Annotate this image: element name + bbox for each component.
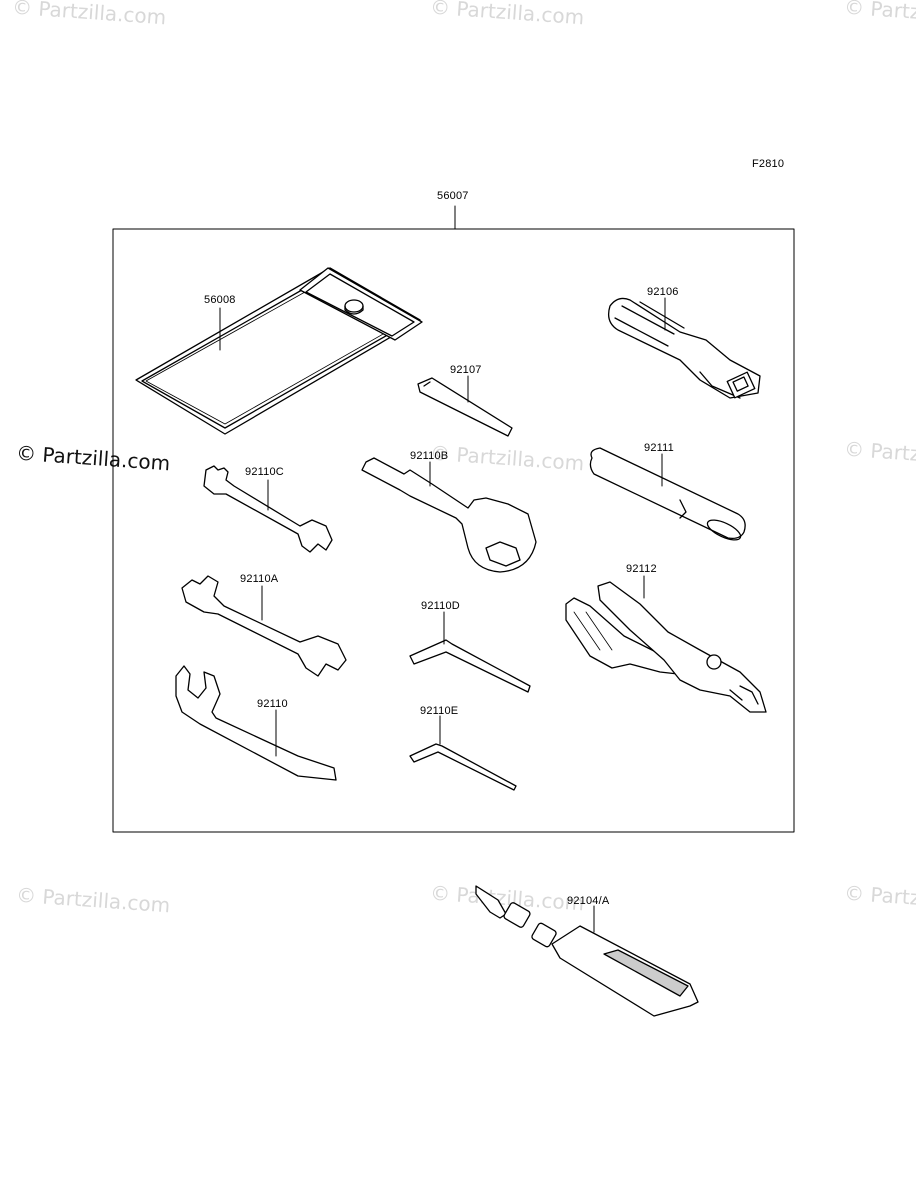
screwdriver-bit-drawing — [417, 375, 513, 437]
part-label-92112[interactable]: 92112 — [626, 563, 657, 575]
hex-key-small-drawing — [409, 715, 517, 791]
extension-bar-drawing — [589, 447, 746, 541]
kit-number: 56007 — [437, 190, 469, 202]
part-label-92110a[interactable]: 92110A — [240, 573, 279, 585]
kit-frame — [112, 228, 795, 833]
hook-wrench-drawing — [175, 665, 337, 781]
part-label-92110d[interactable]: 92110D — [421, 600, 460, 612]
figure-code: F2810 — [752, 158, 785, 170]
pliers-drawing — [565, 575, 767, 713]
part-label-92110[interactable]: 92110 — [257, 698, 288, 710]
tire-repair-kit-drawing — [475, 885, 699, 1017]
part-label-92110c[interactable]: 92110C — [245, 466, 284, 478]
part-label-92111[interactable]: 92111 — [644, 442, 674, 454]
hex-key-large-drawing — [409, 611, 531, 693]
open-end-wrench-small-drawing — [203, 465, 333, 553]
part-label-56008[interactable]: 56008 — [204, 294, 236, 306]
part-label-92107[interactable]: 92107 — [450, 364, 482, 376]
part-label-92106[interactable]: 92106 — [647, 286, 679, 298]
screwdriver-handle-drawing — [607, 297, 761, 399]
open-end-wrench-drawing — [181, 575, 347, 677]
part-label-92104a[interactable]: 92104/A — [567, 895, 610, 907]
part-label-92110e[interactable]: 92110E — [420, 705, 459, 717]
part-label-92110b[interactable]: 92110B — [410, 450, 449, 462]
tool-case-drawing — [135, 267, 423, 435]
box-wrench-drawing — [361, 457, 537, 573]
